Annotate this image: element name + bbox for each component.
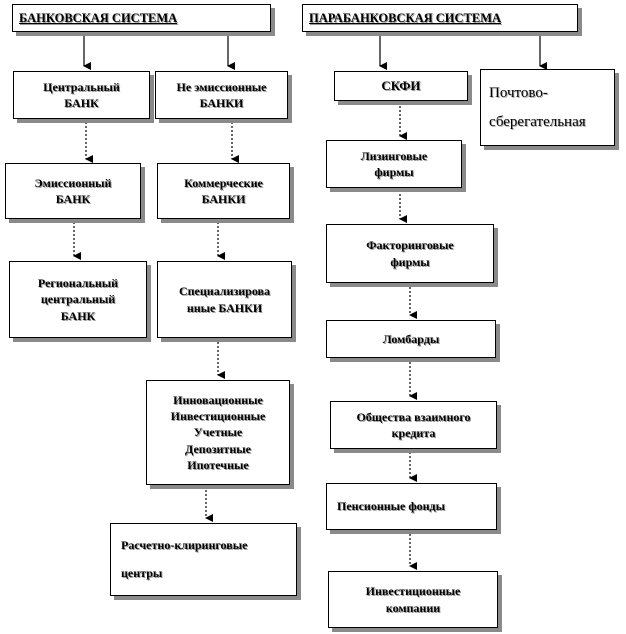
non-emission-banks-box: Не эмиссионные БАНКИ	[155, 71, 288, 119]
mutual-credit-box: Общества взаимного кредита	[330, 401, 497, 449]
bank-system-box: БАНКОВСКАЯ СИСТЕМА	[12, 4, 271, 32]
specialized-banks-box: Специализирова нные БАНКИ	[157, 261, 292, 338]
pension-funds-box: Пенсионные фонды	[326, 483, 497, 530]
central-bank-box: Центральный БАНК	[13, 71, 150, 119]
leasing-firms-box: Лизинговые фирмы	[326, 140, 462, 188]
regional-central-bank-box: Региональный центральный БАНК	[9, 261, 147, 338]
bank-types-box: Инновационные Инвестиционные Учетные Деп…	[146, 380, 290, 485]
factoring-firms-box: Факторинговые фирмы	[326, 224, 494, 283]
clearing-centers-box: Расчетно-клиринговые центры	[110, 523, 297, 596]
emission-bank-box: Эмиссионный БАНК	[5, 163, 141, 219]
lombards-box: Ломбарды	[326, 320, 496, 358]
investment-companies-box: Инвестиционные компании	[328, 571, 498, 628]
commercial-banks-box: Коммерческие БАНКИ	[157, 163, 290, 219]
parabank-system-box: ПАРАБАНКОВСКАЯ СИСТЕМА	[302, 4, 578, 32]
postal-savings-box: Почтово- сберегательная	[480, 69, 615, 146]
skfi-box: СКФИ	[334, 71, 468, 101]
